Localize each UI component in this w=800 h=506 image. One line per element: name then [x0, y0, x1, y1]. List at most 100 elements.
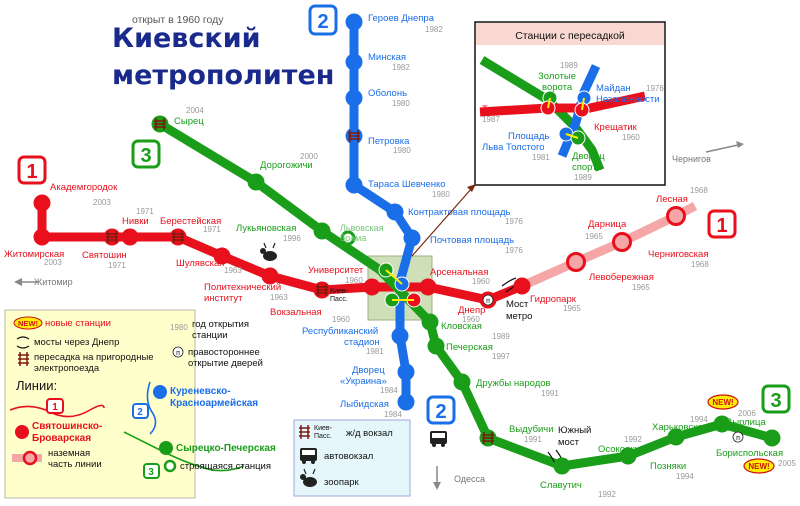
svg-text:Одесса: Одесса — [454, 474, 485, 484]
station-akademgorodok-year: 2003 — [93, 198, 111, 207]
legend-line1-sample — [9, 404, 105, 418]
station-arsenalnaya-label: Арсенальная — [430, 267, 488, 278]
station-arsenalnaya[interactable] — [419, 278, 437, 296]
station-poznyaki-label: Позняки — [650, 461, 686, 472]
rail-transfer-icon — [316, 284, 328, 296]
station-levoberezhnaya[interactable] — [566, 252, 586, 272]
station-shulyavskaya[interactable] — [213, 247, 231, 265]
station-svyatoshin-label: Святошин — [82, 250, 127, 261]
legend-line3: 3 Сырецко-Печерская строящаяся станция — [123, 431, 276, 479]
station-obolon-year: 1980 — [392, 99, 410, 108]
station-vokzalnaya-label: Вокзальная — [270, 307, 322, 318]
station-chernigovskaya[interactable] — [666, 206, 686, 226]
station-akademgorodok[interactable] — [33, 194, 51, 212]
svg-text:Чернигов: Чернигов — [672, 154, 711, 164]
station-dnepr-year: 1960 — [462, 315, 480, 324]
station-levoberezhnaya-year: 1965 — [632, 283, 650, 292]
station-universitet[interactable] — [363, 278, 381, 296]
station-klovskaya[interactable] — [421, 313, 439, 331]
bridge-icon — [16, 336, 30, 349]
map-subtitle: открыт в 1960 году — [132, 14, 224, 26]
station-borispolskaya[interactable] — [763, 429, 781, 447]
new-badge: NEW! — [743, 458, 775, 474]
station-pecherskaya[interactable] — [427, 337, 445, 355]
station-klovskaya-label: Кловская — [441, 321, 482, 332]
station-nivki-year: 1971 — [136, 207, 154, 216]
station-darnitsa[interactable] — [612, 232, 632, 252]
station-druzhby-narodov[interactable] — [453, 373, 471, 391]
rail-transfer-icon — [172, 231, 184, 243]
station-slavutich[interactable] — [553, 457, 571, 475]
legend-lines-heading: Линии: — [16, 378, 57, 393]
station-zhitomirskaya[interactable] — [33, 228, 51, 246]
station-vydubichi-year: 1991 — [524, 435, 542, 444]
station-politekhnicheskiy[interactable] — [261, 267, 279, 285]
station-shulyavskaya-year: 1963 — [224, 266, 242, 275]
new-badge: NEW! — [707, 394, 739, 410]
station-borispolskaya-label: Бориспольская — [716, 448, 783, 459]
station-poznyaki[interactable] — [667, 428, 685, 446]
legend-panel: NEW! новые станции мосты через Днепр пер… — [4, 309, 196, 499]
svg-text:п: п — [176, 350, 180, 357]
station-dorogozhichi-year: 2000 — [300, 152, 318, 161]
station-petrovka-label: Петровка — [368, 136, 410, 147]
station-dvorets-ukraina[interactable] — [397, 363, 415, 381]
station-kontraktovaya-year: 1976 — [505, 217, 523, 226]
svg-text:1: 1 — [716, 215, 727, 237]
inset-pointer — [411, 187, 473, 257]
svg-text:3: 3 — [770, 390, 781, 412]
station-dvorets-ukraina-year: 1984 — [380, 386, 398, 395]
station-osokorki-label: Осокорки — [598, 444, 640, 455]
legend-line2: 2 Куреневско-Красноармейская — [132, 381, 258, 435]
station-osokorki[interactable] — [619, 447, 637, 465]
station-lukyanovskaya[interactable] — [313, 222, 331, 240]
green-line-track — [157, 120, 774, 471]
station-pochtovaya-label: Почтовая площадь — [430, 235, 514, 246]
station-nivki-label: Нивки — [122, 216, 149, 227]
station-lesnaya-label: Лесная — [656, 194, 688, 205]
station-gidropark[interactable] — [513, 277, 531, 295]
station-tarasa-shevchenko[interactable] — [345, 176, 363, 194]
station-geroev-dnepra[interactable] — [345, 13, 363, 31]
right-doors-symbol: п — [486, 298, 490, 305]
station-poznyaki-year: 1994 — [676, 472, 694, 481]
svg-text:1: 1 — [52, 402, 58, 413]
station-lukyanovskaya-year: 1996 — [283, 234, 301, 243]
station-kontraktovaya[interactable] — [386, 203, 404, 221]
station-geroev-dnepra-label: Героев Днепра — [368, 13, 435, 24]
station-minskaya-year: 1982 — [392, 63, 410, 72]
zoo-icon — [260, 242, 277, 261]
svg-text:3: 3 — [140, 145, 151, 167]
right-doors-marker — [482, 294, 494, 306]
central-transfer-node[interactable] — [378, 262, 422, 308]
station-dorogozhichi[interactable] — [247, 173, 265, 191]
rail-transfer-icon — [299, 425, 310, 439]
station-druzhby-narodov-label: Дружбы народов — [476, 378, 551, 389]
station-lybidskaya[interactable] — [397, 393, 415, 411]
station-lvovskaya-brama[interactable] — [340, 230, 356, 246]
station-akademgorodok-label: Академгородок — [50, 182, 118, 193]
station-respublikanskiy[interactable] — [391, 327, 409, 345]
bus-icon — [300, 448, 317, 464]
right-doors-symbol: п — [736, 435, 740, 442]
station-slavutich-label: Славутич — [540, 480, 582, 491]
svg-text:2: 2 — [435, 401, 446, 423]
station-pochtovaya-year: 1976 — [505, 246, 523, 255]
rail-transfer-icon — [106, 231, 118, 243]
station-minskaya[interactable] — [345, 53, 363, 71]
station-minskaya-label: Минская — [368, 52, 406, 63]
station-obolon[interactable] — [345, 89, 363, 107]
station-pochtovaya[interactable] — [403, 229, 421, 247]
transport-legend: Киев-Пасс. ж/д вокзал автовокзал зоопарк — [293, 419, 411, 497]
station-slavutich-year: 1992 — [598, 490, 616, 499]
station-nivki[interactable] — [121, 228, 139, 246]
station-kharkovskaya[interactable] — [713, 415, 731, 433]
station-lukyanovskaya-label: Лукьяновская — [236, 223, 296, 234]
station-obolon-label: Оболонь — [368, 88, 407, 99]
